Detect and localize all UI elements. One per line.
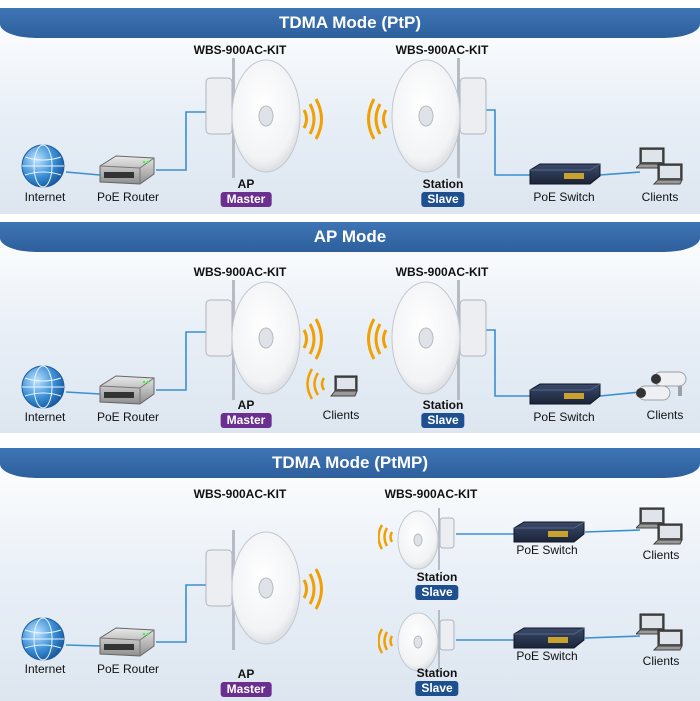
kit-label-right: WBS-900AC-KIT (384, 487, 478, 501)
poe-router-label: PoE Router (96, 662, 160, 676)
laptop-icon (636, 507, 683, 545)
station-role: Station Slave (421, 177, 465, 207)
signal-waves-icon (378, 628, 394, 654)
dish-antenna-icon (205, 280, 301, 400)
master-badge: Master (220, 413, 272, 428)
internet-label: Internet (24, 662, 66, 676)
globe-icon (21, 617, 65, 661)
panel-title: AP Mode (0, 222, 700, 252)
laptop-icon (330, 375, 358, 397)
internet-label: Internet (24, 410, 66, 424)
switch-icon (513, 627, 585, 649)
station2-role: Station Slave (415, 666, 459, 696)
station1-role: Station Slave (415, 570, 459, 600)
poe-switch2-label: PoE Switch (516, 649, 578, 663)
dish-antenna-icon (205, 530, 301, 650)
kit-label-left: WBS-900AC-KIT (193, 487, 287, 501)
dish-antenna-icon (391, 280, 487, 400)
slave-badge: Slave (415, 585, 459, 600)
laptop-icon (636, 147, 683, 185)
ap-role-text: AP (237, 667, 255, 681)
slave-badge: Slave (415, 681, 459, 696)
ap-role: AP Master (220, 177, 272, 207)
laptop-icon (636, 613, 683, 651)
station2-role-text: Station (416, 666, 458, 680)
signal-waves-icon (302, 98, 323, 140)
globe-icon (21, 144, 65, 188)
dish-antenna-icon (391, 58, 487, 178)
station-role-text: Station (422, 177, 464, 191)
wifi-clients-label: Clients (322, 408, 360, 422)
dish-antenna-icon (397, 508, 455, 570)
master-badge: Master (220, 192, 272, 207)
router-icon (99, 375, 155, 405)
signal-waves-icon (367, 98, 388, 140)
ap-role-text: AP (237, 177, 255, 191)
switch-icon (513, 521, 585, 543)
panel-background (0, 448, 700, 701)
switch-icon (529, 163, 601, 185)
clients-label: Clients (641, 190, 679, 204)
clients1-label: Clients (642, 548, 680, 562)
poe-router-label: PoE Router (96, 410, 160, 424)
poe-switch1-label: PoE Switch (516, 543, 578, 557)
ap-role: AP Master (220, 398, 272, 428)
kit-label-right: WBS-900AC-KIT (395, 265, 489, 279)
kit-label-left: WBS-900AC-KIT (193, 265, 287, 279)
signal-waves-icon (378, 524, 394, 550)
kit-label-right: WBS-900AC-KIT (395, 43, 489, 57)
signal-waves-icon (302, 318, 323, 360)
router-icon (99, 627, 155, 657)
poe-switch-label: PoE Switch (533, 410, 595, 424)
ap-role-text: AP (237, 398, 255, 412)
signal-waves-icon (302, 568, 323, 610)
camera-icon (636, 371, 687, 401)
panel-title: TDMA Mode (PtP) (0, 8, 700, 38)
station-role-text: Station (422, 398, 464, 412)
signal-waves-icon (306, 368, 326, 400)
clients-label: Clients (646, 408, 684, 422)
slave-badge: Slave (421, 192, 465, 207)
kit-label-left: WBS-900AC-KIT (193, 43, 287, 57)
signal-waves-icon (367, 318, 388, 360)
slave-badge: Slave (421, 413, 465, 428)
internet-label: Internet (24, 190, 66, 204)
panel-title: TDMA Mode (PtMP) (0, 448, 700, 478)
clients2-label: Clients (642, 654, 680, 668)
dish-antenna-icon (205, 58, 301, 178)
router-icon (99, 155, 155, 185)
poe-router-label: PoE Router (96, 190, 160, 204)
switch-icon (529, 383, 601, 405)
poe-switch-label: PoE Switch (533, 190, 595, 204)
station-role: Station Slave (421, 398, 465, 428)
dish-antenna-icon (397, 610, 455, 672)
ap-role: AP Master (220, 667, 272, 697)
globe-icon (21, 365, 65, 409)
station1-role-text: Station (416, 570, 458, 584)
panel-tdma-ptmp: TDMA Mode (PtMP) (0, 448, 700, 701)
master-badge: Master (220, 682, 272, 697)
